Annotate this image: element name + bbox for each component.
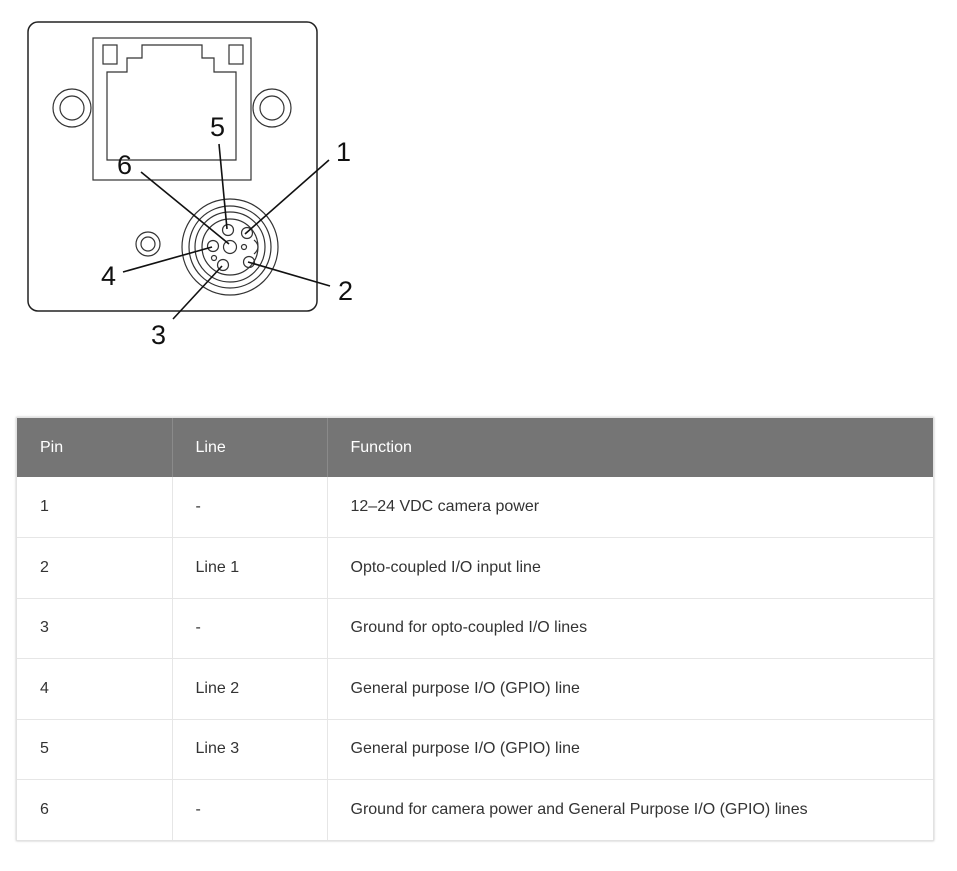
table-header-row: Pin Line Function [17,418,933,477]
connector-pinout-drawing: 1 2 3 4 5 6 [27,21,353,350]
header-pin: Pin [17,418,173,477]
callout-3: 3 [151,320,166,350]
callout-5: 5 [210,112,225,142]
cell-line: Line 2 [172,658,328,719]
cell-line: Line 1 [172,537,328,598]
leader-line-1 [244,159,330,235]
camera-rear-diagram: 1 2 3 4 5 6 [0,0,400,360]
io-connector-icon [181,198,279,296]
leader-line-3 [172,265,223,320]
table-row: 4 Line 2 General purpose I/O (GPIO) line [17,658,933,719]
cell-line: - [172,597,328,659]
cell-function: General purpose I/O (GPIO) line [327,658,933,719]
callout-6: 6 [117,150,132,180]
cell-pin: 2 [17,537,173,598]
callout-1: 1 [336,137,351,167]
leader-line-2 [247,261,331,287]
mounting-hole-right-icon [252,88,292,128]
cell-function: 12–24 VDC camera power [350,498,540,515]
leader-lines [122,143,331,320]
cell-line: - [172,477,328,538]
table-row: 3 - Ground for opto-coupled I/O lines [17,597,933,659]
table-row: 1 - 12–24 VDC camera power [17,477,933,538]
mounting-hole-left-icon [52,88,92,128]
cell-pin: 4 [17,658,173,719]
leader-line-5 [218,143,228,230]
leader-line-6 [140,171,230,245]
camera-housing [27,21,318,312]
cell-line: Line 3 [172,718,328,780]
cell-pin: 3 [17,597,173,659]
table-row: 6 - Ground for camera power and General … [17,779,933,840]
header-line: Line [172,418,328,477]
leader-line-4 [122,246,213,273]
callout-4: 4 [101,261,116,291]
cell-pin: 5 [17,718,173,780]
cell-pin: 1 [17,477,173,538]
cell-function: Ground for opto-coupled I/O lines [327,597,933,659]
pin-assignment-table: Pin Line Function 1 - 12–24 VDC camera p… [16,417,934,841]
header-function: Function [327,418,933,477]
ethernet-port-icon [92,37,252,181]
cell-line: - [172,779,328,840]
table-row: 5 Line 3 General purpose I/O (GPIO) line [17,718,933,780]
cell-pin: 6 [17,779,173,840]
cell-function: General purpose I/O (GPIO) line [327,718,933,780]
cell-function: Ground for camera power and General Purp… [327,779,933,840]
table-row: 2 Line 1 Opto-coupled I/O input line [17,537,933,598]
callout-2: 2 [338,276,353,306]
status-led-icon [135,231,161,257]
cell-function: Opto-coupled I/O input line [327,537,933,598]
